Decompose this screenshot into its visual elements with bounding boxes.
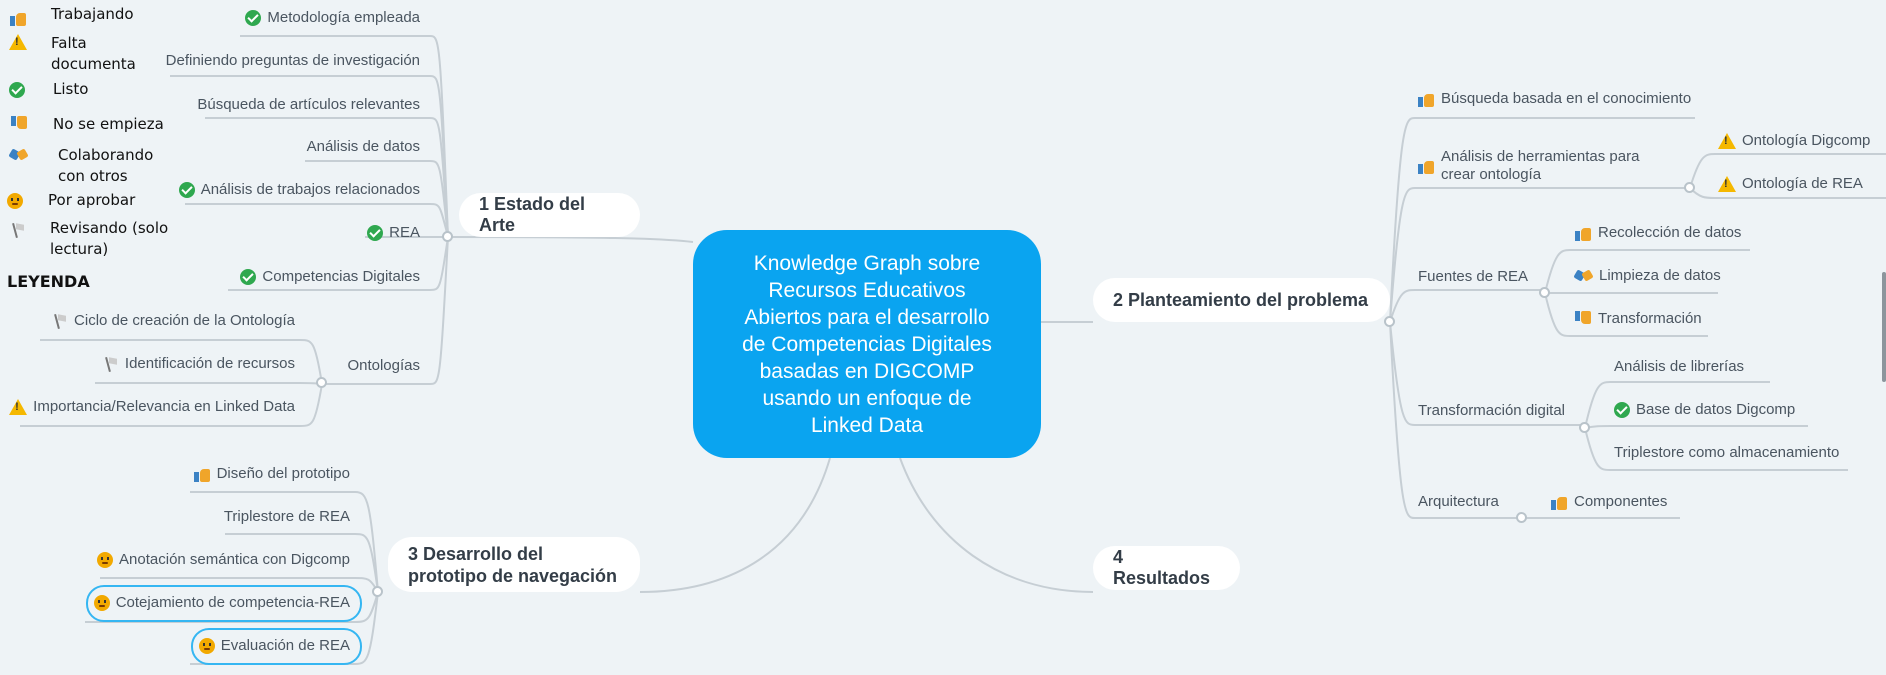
- topic-recoleccion-datos[interactable]: Recolección de datos: [1575, 224, 1741, 241]
- check-icon: [178, 181, 195, 198]
- transformacion-collapse-handle[interactable]: [1579, 422, 1590, 433]
- smiley-icon: [93, 594, 110, 611]
- handshake-icon: [1575, 268, 1593, 284]
- legend-item-por-aprobar: Por aprobar: [48, 191, 136, 209]
- topic-busqueda-articulos[interactable]: Búsqueda de artículos relevantes: [197, 96, 420, 113]
- topic-ontologias[interactable]: Ontologías: [347, 357, 420, 374]
- fuentes-collapse-handle[interactable]: [1539, 287, 1550, 298]
- legend-item-falta-documenta: Falta documenta: [51, 34, 136, 73]
- topic-evaluacion-rea[interactable]: Evaluación de REA: [150, 637, 350, 654]
- branch-3-collapse-handle[interactable]: [372, 586, 383, 597]
- branch-4-resultados[interactable]: 4 Resultados: [1093, 546, 1240, 590]
- topic-rea[interactable]: REA: [320, 224, 420, 241]
- thumbs-up-icon: [1551, 494, 1568, 510]
- legend-thumbs-down-icon: [11, 116, 28, 137]
- legend-item-revisando: Revisando (solo lectura): [50, 219, 169, 258]
- legend-check-icon: [9, 82, 25, 103]
- check-icon: [367, 224, 384, 241]
- topic-importancia-linked-data[interactable]: Importancia/Relevancia en Linked Data: [9, 398, 295, 415]
- branch-2-planteamiento[interactable]: 2 Planteamiento del problema: [1093, 278, 1390, 322]
- branch-1-estado-del-arte[interactable]: 1 Estado del Arte: [459, 193, 640, 237]
- vertical-scrollbar[interactable]: [1882, 272, 1886, 382]
- topic-transformacion-digital[interactable]: Transformación digital: [1418, 402, 1566, 419]
- selection-outline: [86, 585, 362, 622]
- topic-cotejamiento[interactable]: Cotejamiento de competencia-REA: [60, 594, 350, 611]
- check-icon: [1614, 401, 1630, 418]
- flag-icon: [105, 356, 119, 372]
- central-topic[interactable]: Knowledge Graph sobre Recursos Educativo…: [693, 230, 1041, 458]
- branch-2-collapse-handle[interactable]: [1384, 316, 1395, 327]
- check-icon: [240, 268, 257, 285]
- topic-componentes[interactable]: Componentes: [1551, 493, 1667, 510]
- warning-icon: [9, 398, 28, 415]
- arquitectura-collapse-handle[interactable]: [1516, 512, 1527, 523]
- legend-handshake-icon: [10, 147, 28, 168]
- topic-triplestore-rea[interactable]: Triplestore de REA: [223, 508, 350, 525]
- topic-triplestore-almacenamiento[interactable]: Triplestore como almacenamiento: [1614, 444, 1840, 461]
- topic-competencias-digitales[interactable]: Competencias Digitales: [200, 268, 420, 285]
- topic-analisis-herramientas[interactable]: Análisis de herramientas para crear onto…: [1418, 148, 1651, 184]
- topic-analisis-librerias[interactable]: Análisis de librerías: [1614, 358, 1745, 375]
- selection-outline: [191, 628, 362, 665]
- legend-item-no-se-empieza: No se empieza: [53, 115, 164, 133]
- ontologias-collapse-handle[interactable]: [316, 377, 327, 388]
- legend-item-colaborando: Colaborando con otros: [58, 146, 154, 185]
- flag-icon: [54, 313, 68, 329]
- thumbs-up-icon: [1575, 225, 1592, 241]
- herramientas-collapse-handle[interactable]: [1684, 182, 1695, 193]
- topic-anotacion-semantica[interactable]: Anotación semántica con Digcomp: [60, 551, 350, 568]
- thumbs-down-icon: [1575, 310, 1592, 327]
- legend-flag-icon: [12, 222, 26, 243]
- smiley-icon: [198, 637, 215, 654]
- topic-identificacion-recursos[interactable]: Identificación de recursos: [90, 355, 295, 372]
- warning-icon: [1718, 132, 1736, 149]
- topic-base-datos-digcomp[interactable]: Base de datos Digcomp: [1614, 401, 1795, 418]
- topic-transformacion[interactable]: Transformación: [1575, 310, 1702, 327]
- topic-diseno-prototipo[interactable]: Diseño del prototipo: [150, 465, 350, 482]
- topic-busqueda-conocimiento[interactable]: Búsqueda basada en el conocimiento: [1418, 90, 1691, 107]
- warning-icon: [1718, 175, 1736, 192]
- legend-item-listo: Listo: [53, 80, 89, 98]
- legend-smiley-icon: [7, 193, 23, 214]
- thumbs-up-icon: [1418, 158, 1435, 174]
- thumbs-up-icon: [193, 466, 211, 482]
- topic-definiendo-preguntas[interactable]: Definiendo preguntas de investigación: [165, 52, 420, 69]
- branch-1-collapse-handle[interactable]: [442, 231, 453, 242]
- topic-ontologia-rea[interactable]: Ontología de REA: [1718, 175, 1863, 192]
- branch-3-desarrollo-prototipo[interactable]: 3 Desarrollo del prototipo de navegación: [388, 537, 640, 592]
- topic-analisis-datos[interactable]: Análisis de datos: [306, 138, 420, 155]
- smiley-icon: [97, 551, 114, 568]
- legend-title: LEYENDA: [7, 272, 90, 291]
- legend-item-trabajando: Trabajando: [51, 5, 134, 23]
- topic-metodologia[interactable]: Metodología empleada: [180, 9, 420, 26]
- legend-thumbs-up-icon: [10, 10, 27, 31]
- thumbs-up-icon: [1418, 91, 1435, 107]
- topic-arquitectura[interactable]: Arquitectura: [1418, 493, 1499, 510]
- legend-warning-icon: [9, 34, 27, 55]
- topic-fuentes-rea[interactable]: Fuentes de REA: [1418, 268, 1529, 285]
- topic-ontologia-digcomp[interactable]: Ontología Digcomp: [1718, 132, 1870, 149]
- topic-ciclo-ontologia[interactable]: Ciclo de creación de la Ontología: [40, 312, 295, 329]
- topic-limpieza-datos[interactable]: Limpieza de datos: [1575, 267, 1721, 284]
- topic-analisis-trabajos[interactable]: Análisis de trabajos relacionados: [160, 181, 420, 198]
- check-icon: [245, 9, 262, 26]
